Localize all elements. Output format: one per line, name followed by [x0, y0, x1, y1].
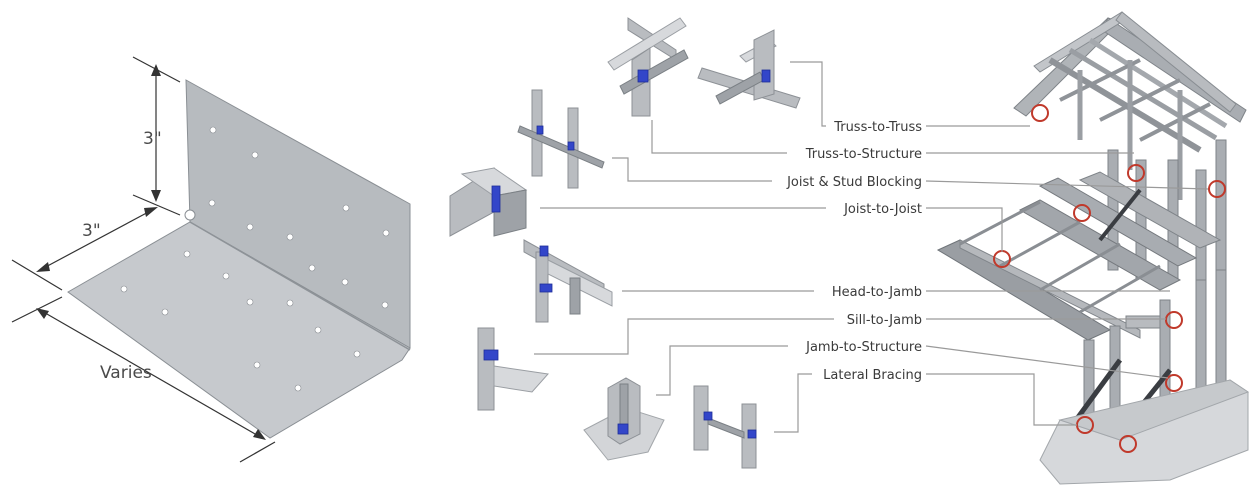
ring-lateral-bracing-2 [1119, 435, 1137, 453]
leader-truss-to-truss [790, 61, 826, 127]
clip-icon [536, 125, 544, 135]
ring-sill-to-jamb [1165, 311, 1183, 329]
building-frame [936, 11, 1250, 485]
dimension-depth: 3" [11, 207, 158, 291]
connection-details [449, 17, 801, 469]
label-truss-to-structure: Truss-to-Structure [805, 147, 922, 162]
label-sill-to-jamb: Sill-to-Jamb [847, 313, 922, 328]
detail-truss-to-structure [607, 17, 689, 117]
clip-holes-vertical [208, 126, 390, 309]
leader-lines [534, 61, 1209, 433]
clip-icon [617, 423, 629, 435]
ring-truss-to-truss [1031, 104, 1049, 122]
dimension-depth-label: 3" [82, 221, 101, 241]
detail-joist-stud-blocking [517, 89, 605, 189]
foundation [1039, 379, 1250, 485]
label-joist-to-joist: Joist-to-Joist [843, 202, 922, 217]
roof-trusses [1013, 11, 1247, 200]
clip-icon [539, 245, 549, 257]
leader-jamb-to-structure [656, 345, 788, 396]
ring-joist-stud-blocking [1208, 180, 1226, 198]
ring-truss-to-structure [1127, 164, 1145, 182]
clip-icon [703, 411, 713, 421]
leader-truss-to-structure [651, 120, 787, 154]
leader-lateral-bracing [774, 373, 812, 433]
detail-joist-to-joist [449, 167, 528, 237]
detail-lateral-bracing [693, 385, 757, 469]
clip-icon [483, 349, 499, 361]
detail-jamb-to-structure [583, 377, 665, 461]
clip-icon [637, 69, 649, 83]
leader-joist-stud-blocking [612, 157, 772, 182]
dimension-length: Varies [11, 296, 276, 463]
callout-labels: Truss-to-Truss Truss-to-Structure Joist … [786, 120, 922, 383]
clip-icon [761, 69, 771, 83]
detail-truss-to-truss [697, 29, 801, 109]
angle-clip: 3" 3" Varies [11, 56, 411, 463]
ring-joist-to-joist [1073, 204, 1091, 222]
clip-icon [491, 185, 501, 213]
dimension-length-label: Varies [100, 363, 152, 383]
clip-icon [747, 429, 757, 439]
label-joist-stud-blocking: Joist & Stud Blocking [786, 175, 922, 190]
detail-head-to-jamb [523, 239, 613, 323]
detail-sill-to-jamb [477, 327, 549, 411]
clip-icon [567, 141, 575, 151]
leader-sill-to-jamb [534, 318, 834, 355]
dimension-height: 3" [132, 56, 181, 216]
label-lateral-bracing: Lateral Bracing [823, 368, 922, 383]
clip-holes-horizontal [120, 250, 361, 392]
label-head-to-jamb: Head-to-Jamb [832, 285, 922, 300]
label-truss-to-truss: Truss-to-Truss [833, 120, 922, 135]
dimension-height-label: 3" [143, 129, 162, 149]
clip-horizontal-leg [67, 221, 411, 439]
ring-jamb-to-structure [1165, 374, 1183, 392]
label-jamb-to-structure: Jamb-to-Structure [805, 340, 922, 355]
floor-joists [936, 171, 1222, 341]
clip-icon [539, 283, 553, 293]
